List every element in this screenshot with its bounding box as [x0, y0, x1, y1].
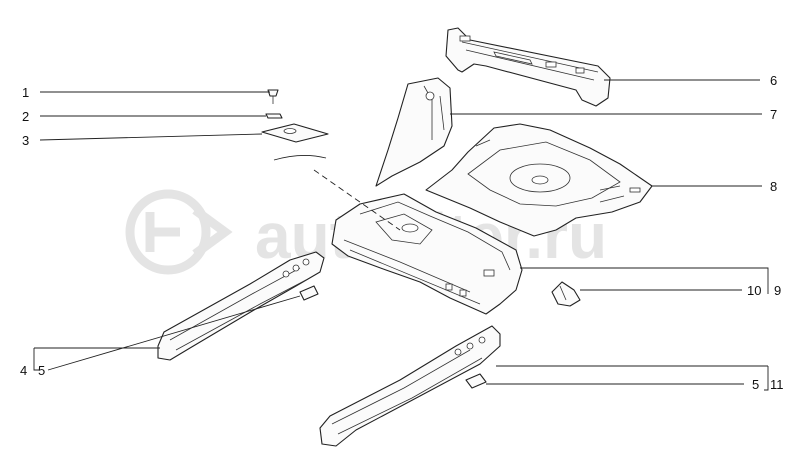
callout-1: 1: [22, 85, 29, 100]
part-6-rear-cross-member: [445, 27, 611, 107]
part-10-bracket: [551, 281, 581, 307]
part-4-left-sill: [157, 251, 325, 361]
callout-7: 7: [770, 107, 777, 122]
callout-5-right: 5: [752, 377, 759, 392]
watermark-logo-icon: [125, 189, 233, 275]
part-3-plate: [261, 123, 329, 143]
callout-10: 10: [747, 283, 761, 298]
callouts: 1 2 3 4 5 6 7 8 10 9 5 11: [20, 73, 784, 392]
part-9-center-floor-pan: [331, 193, 523, 315]
part-1-bolt: [267, 89, 279, 104]
callout-5-left: 5: [38, 363, 45, 378]
callout-11: 11: [770, 377, 784, 392]
callout-6: 6: [770, 73, 777, 88]
part-7-wheelhouse-bracket: [375, 77, 453, 187]
part-2-nut: [265, 113, 283, 119]
part-8-rear-floor-panel: [425, 123, 653, 237]
part-5-left-reinforcement: [299, 285, 319, 301]
callout-3: 3: [22, 133, 29, 148]
callout-9: 9: [774, 283, 781, 298]
part-5-right-reinforcement: [465, 373, 487, 389]
leader-lines: [33, 79, 769, 391]
callout-8: 8: [770, 179, 777, 194]
callout-2: 2: [22, 109, 29, 124]
callout-4: 4: [20, 363, 27, 378]
part-11-right-sill: [319, 325, 501, 447]
